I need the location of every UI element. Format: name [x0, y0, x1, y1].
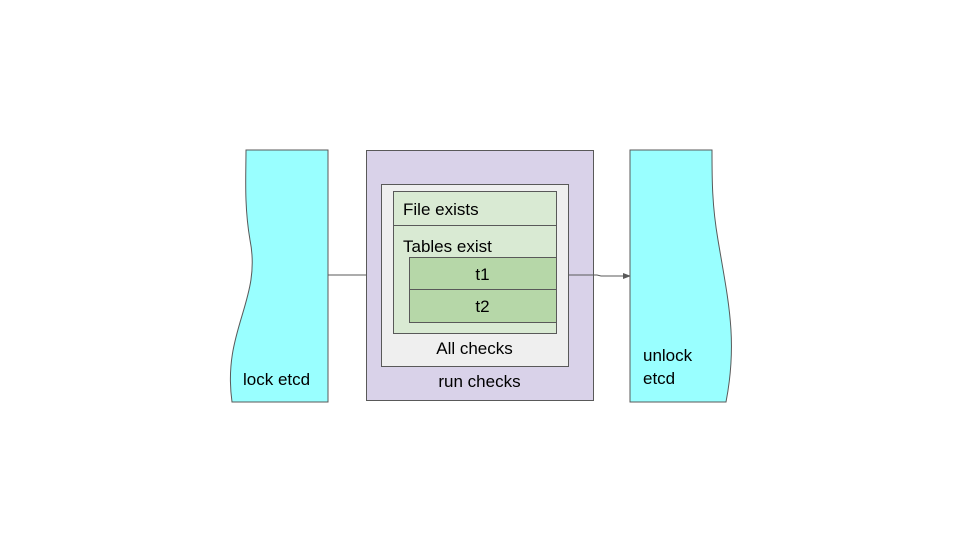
table-t2-label: t2 [475, 297, 490, 316]
file-exists-label: File exists [403, 200, 479, 219]
table-t1-label: t1 [475, 265, 490, 284]
unlock-etcd-label-line2: etcd [643, 369, 676, 388]
run-checks-label: run checks [438, 372, 521, 391]
all-checks-label: All checks [436, 339, 513, 358]
lock-etcd-shape [229, 149, 329, 403]
table-t1-box [409, 257, 557, 290]
arrow-checks-to-unlock [568, 273, 631, 279]
tables-exist-label: Tables exist [403, 237, 492, 256]
unlock-etcd-shape [629, 149, 732, 403]
table-t2-box [409, 289, 557, 323]
unlock-etcd-label-line1: unlock [643, 346, 693, 365]
lock-etcd-label: lock etcd [243, 370, 311, 389]
